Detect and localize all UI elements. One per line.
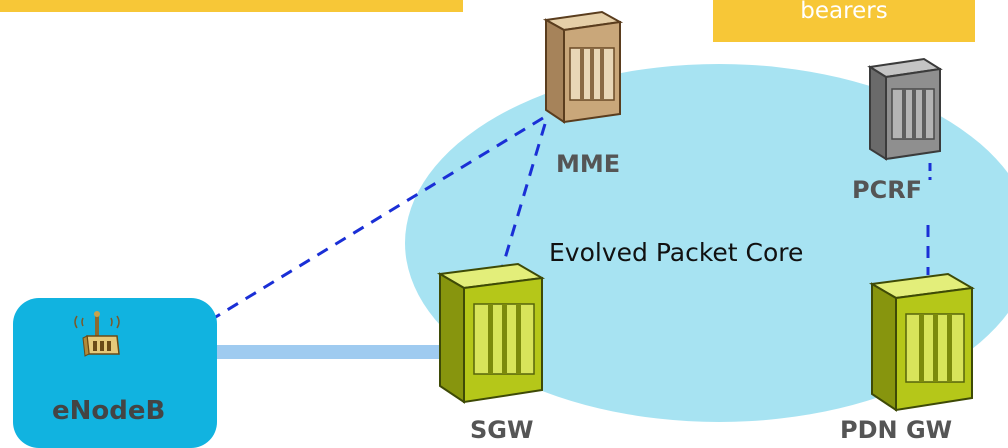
pdn-gw-server-icon <box>868 272 976 412</box>
s11-link <box>499 123 547 273</box>
mme-label: MME <box>556 150 621 178</box>
mme-server-icon <box>542 10 624 124</box>
pdn-gw-label: PDN GW <box>840 416 953 444</box>
callout-text: bearers <box>800 0 888 24</box>
pcrf-label: PCRF <box>852 176 923 204</box>
callout-banner: bearers <box>713 0 975 42</box>
pcrf-server-icon <box>867 57 943 161</box>
enodeb-label: eNodeB <box>52 396 166 426</box>
core-label: Evolved Packet Core <box>549 238 804 267</box>
s1-mme-link <box>213 116 544 320</box>
sgw-label: SGW <box>470 416 534 444</box>
sgw-server-icon <box>436 262 546 404</box>
title-banner <box>0 0 463 12</box>
enodeb-node: eNodeB <box>13 298 217 448</box>
antenna-icon <box>74 311 120 357</box>
